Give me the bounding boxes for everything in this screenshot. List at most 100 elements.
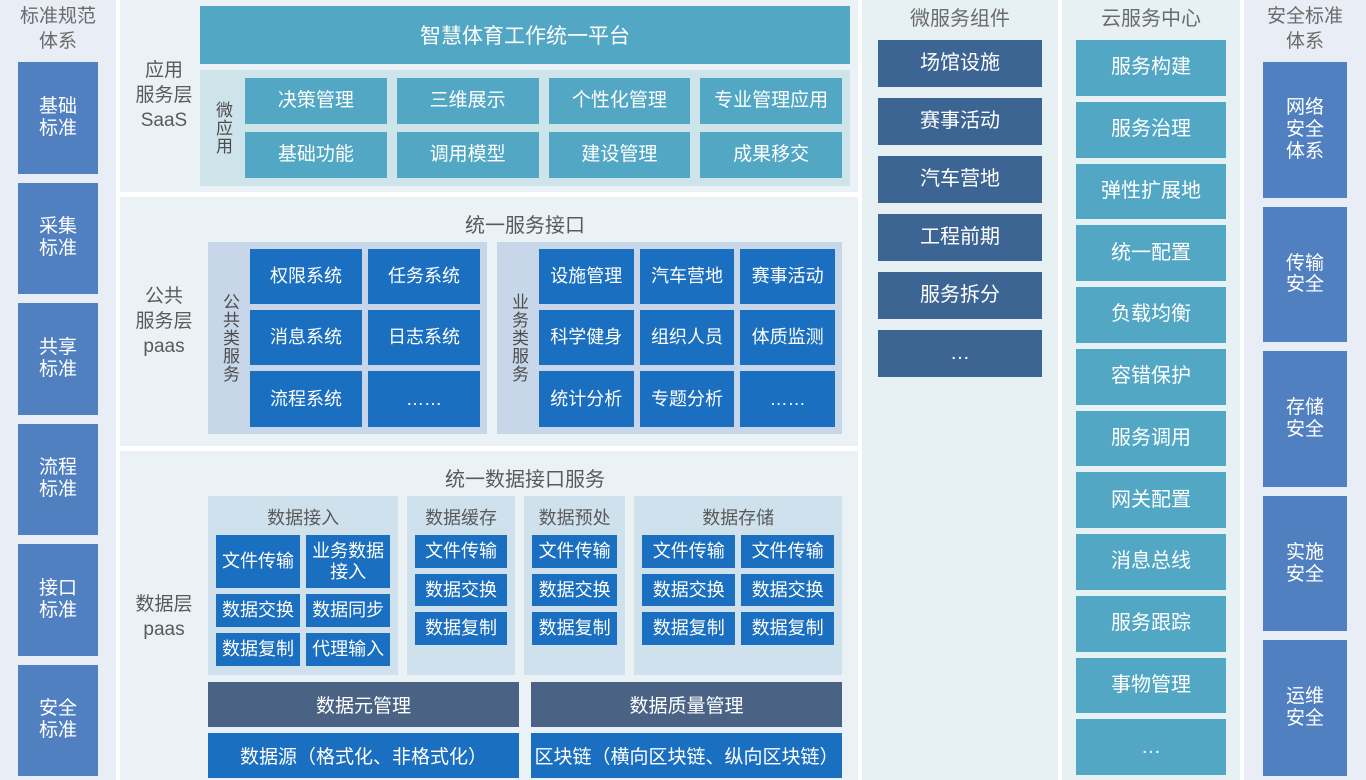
service-public-more[interactable]: …… [367,371,480,427]
left-sidebar-list: 基础 标准 采集 标准 共享 标准 流程 标准 接口 标准 安全 标准 [0,62,116,776]
business-type-service-group: 业务类服务 设施管理 汽车营地 赛事活动 科学健身 组织人员 体质监测 统计分析… [496,241,842,434]
app-decision-management[interactable]: 决策管理 [245,78,387,124]
cloud-column-title: 云服务中心 [1101,8,1201,30]
app-3d-display[interactable]: 三维展示 [396,78,539,124]
sidebar-item-implementation-security[interactable]: 实施 安全 [1263,495,1347,632]
unified-platform-title: 智慧体育工作统一平台 [200,6,850,64]
service-statistical-analysis[interactable]: 统计分析 [538,371,634,427]
service-message-system[interactable]: 消息系统 [250,310,362,366]
data-preprocess-data-replication[interactable]: 数据复制 [531,612,618,645]
data-quality-management-bar[interactable]: 数据质量管理 [531,681,842,727]
unified-data-interface-title: 统一数据接口服务 [445,468,605,491]
microservice-more[interactable]: … [878,330,1042,377]
sidebar-item-basic-standard[interactable]: 基础 标准 [18,62,98,174]
microservice-service-split[interactable]: 服务拆分 [878,272,1042,319]
data-storage-data-exchange-1[interactable]: 数据交换 [642,573,736,607]
microservice-venue-facility[interactable]: 场馆设施 [878,40,1042,87]
data-cache-file-transfer[interactable]: 文件传输 [415,534,507,568]
data-access-grid: 文件传输 业务数据接入 数据交换 数据同步 数据复制 代理输入 [216,534,391,666]
microservice-rv-campsite[interactable]: 汽车营地 [878,156,1042,203]
sidebar-item-transmission-security[interactable]: 传输 安全 [1263,206,1347,343]
cloud-service-construction[interactable]: 服务构建 [1076,40,1226,96]
cloud-fault-tolerance[interactable]: 容错保护 [1076,348,1226,405]
service-rv-campsite[interactable]: 汽车营地 [639,248,735,305]
service-thematic-analysis[interactable]: 专题分析 [639,371,735,427]
service-facility-management[interactable]: 设施管理 [538,248,634,305]
data-quality-management-column: 数据质量管理 区块链（横向区块链、纵向区块链） [531,681,842,778]
cloud-service-governance[interactable]: 服务治理 [1076,101,1226,158]
sidebar-item-operation-security[interactable]: 运维 安全 [1263,640,1347,776]
data-storage-data-exchange-2[interactable]: 数据交换 [741,573,834,607]
data-preprocess-file-transfer[interactable]: 文件传输 [531,534,618,568]
center-layer-stack: 应用 服务层 SaaS 智慧体育工作统一平台 微应用 决策管理 三维展示 个性化… [120,0,858,780]
sidebar-item-storage-security[interactable]: 存储 安全 [1263,351,1347,487]
microservice-event-activity[interactable]: 赛事活动 [878,98,1042,145]
service-permission-system[interactable]: 权限系统 [250,248,362,305]
data-storage-file-transfer-1[interactable]: 文件传输 [642,534,736,568]
public-service-layer: 公共 服务层 paas 统一服务接口 公共类服务 权限系统 任务系统 消息系统 … [120,196,858,446]
data-cache-title: 数据缓存 [425,507,498,528]
data-preprocess-data-exchange[interactable]: 数据交换 [531,573,618,607]
sidebar-item-process-standard[interactable]: 流程 标准 [18,423,98,535]
data-access-proxy-input[interactable]: 代理输入 [306,632,391,666]
cloud-unified-configuration[interactable]: 统一配置 [1076,225,1226,281]
micro-application-panel: 微应用 决策管理 三维展示 个性化管理 专业管理应用 基础功能 调用模型 建设管… [200,70,850,186]
microservice-components-column: 微服务组件 场馆设施 赛事活动 汽车营地 工程前期 服务拆分 … [862,0,1058,780]
cloud-service-tracing[interactable]: 服务跟踪 [1076,595,1226,652]
blockchain-bar[interactable]: 区块链（横向区块链、纵向区块链） [531,732,842,778]
data-access-title: 数据接入 [267,507,340,528]
cloud-service-list: 服务构建 服务治理 弹性扩展地 统一配置 负载均衡 容错保护 服务调用 网关配置… [1066,40,1236,775]
public-type-service-grid: 权限系统 任务系统 消息系统 日志系统 流程系统 …… [250,248,480,427]
service-task-system[interactable]: 任务系统 [367,248,480,305]
cloud-service-invocation[interactable]: 服务调用 [1076,410,1226,467]
service-business-more[interactable]: …… [740,371,835,427]
microservice-project-preliminary[interactable]: 工程前期 [878,214,1042,261]
data-storage-data-replication-2[interactable]: 数据复制 [741,612,834,645]
app-invoke-model[interactable]: 调用模型 [396,131,539,178]
sidebar-item-sharing-standard[interactable]: 共享 标准 [18,303,98,415]
data-storage-panel: 数据存储 文件传输 文件传输 数据交换 数据交换 数据复制 数据复制 [634,495,842,675]
data-access-data-replication[interactable]: 数据复制 [216,632,301,666]
cloud-more[interactable]: … [1076,719,1226,775]
data-cache-data-replication[interactable]: 数据复制 [415,612,507,645]
cloud-transaction-management[interactable]: 事物管理 [1076,657,1226,714]
metadata-management-bar[interactable]: 数据元管理 [208,681,519,727]
service-scientific-fitness[interactable]: 科学健身 [538,310,634,366]
service-process-system[interactable]: 流程系统 [250,371,362,427]
left-standards-sidebar: 标准规范 体系 基础 标准 采集 标准 共享 标准 流程 标准 接口 标准 安全… [0,0,116,780]
data-storage-data-replication-1[interactable]: 数据复制 [642,612,736,645]
data-access-business-data[interactable]: 业务数据接入 [306,534,391,589]
service-log-system[interactable]: 日志系统 [367,310,480,366]
cloud-elastic-scaling[interactable]: 弹性扩展地 [1076,163,1226,220]
app-personalized-management[interactable]: 个性化管理 [548,78,691,124]
cloud-load-balancing[interactable]: 负载均衡 [1076,287,1226,343]
data-access-file-transfer[interactable]: 文件传输 [216,534,301,589]
sidebar-item-network-security-system[interactable]: 网络 安全 体系 [1263,62,1347,198]
app-result-handover[interactable]: 成果移交 [700,131,842,178]
data-layer-label: 数据层 paas [135,594,193,641]
data-cache-data-exchange[interactable]: 数据交换 [415,573,507,607]
data-storage-file-transfer-2[interactable]: 文件传输 [741,534,834,568]
app-basic-function[interactable]: 基础功能 [245,131,387,178]
data-access-panel: 数据接入 文件传输 业务数据接入 数据交换 数据同步 数据复制 代理输入 [208,495,399,675]
sidebar-item-security-standard[interactable]: 安全 标准 [18,664,98,776]
service-organization-personnel[interactable]: 组织人员 [639,310,735,366]
cloud-message-bus[interactable]: 消息总线 [1076,534,1226,590]
business-type-service-grid: 设施管理 汽车营地 赛事活动 科学健身 组织人员 体质监测 统计分析 专题分析 … [538,248,835,427]
service-groups: 公共类服务 权限系统 任务系统 消息系统 日志系统 流程系统 …… 业务类服务 [200,241,850,440]
data-cache-grid: 文件传输 数据交换 数据复制 [415,534,507,645]
micro-application-label: 微应用 [213,100,232,155]
sidebar-item-collection-standard[interactable]: 采集 标准 [18,182,98,294]
data-layer: 数据层 paas 统一数据接口服务 数据接入 文件传输 业务数据接入 数据交换 … [120,450,858,780]
data-source-bar[interactable]: 数据源（格式化、非格式化） [208,732,519,778]
service-event-activity[interactable]: 赛事活动 [740,248,835,305]
service-physique-monitoring[interactable]: 体质监测 [740,310,835,366]
app-construction-management[interactable]: 建设管理 [548,131,691,178]
app-professional-management[interactable]: 专业管理应用 [700,78,842,124]
cloud-gateway-configuration[interactable]: 网关配置 [1076,472,1226,528]
right-sidebar-list: 网络 安全 体系 传输 安全 存储 安全 实施 安全 运维 安全 [1244,62,1366,776]
sidebar-item-interface-standard[interactable]: 接口 标准 [18,544,98,656]
data-access-data-sync[interactable]: 数据同步 [306,594,391,627]
data-access-data-exchange[interactable]: 数据交换 [216,594,301,627]
data-preprocess-title: 数据预处 [538,507,611,528]
